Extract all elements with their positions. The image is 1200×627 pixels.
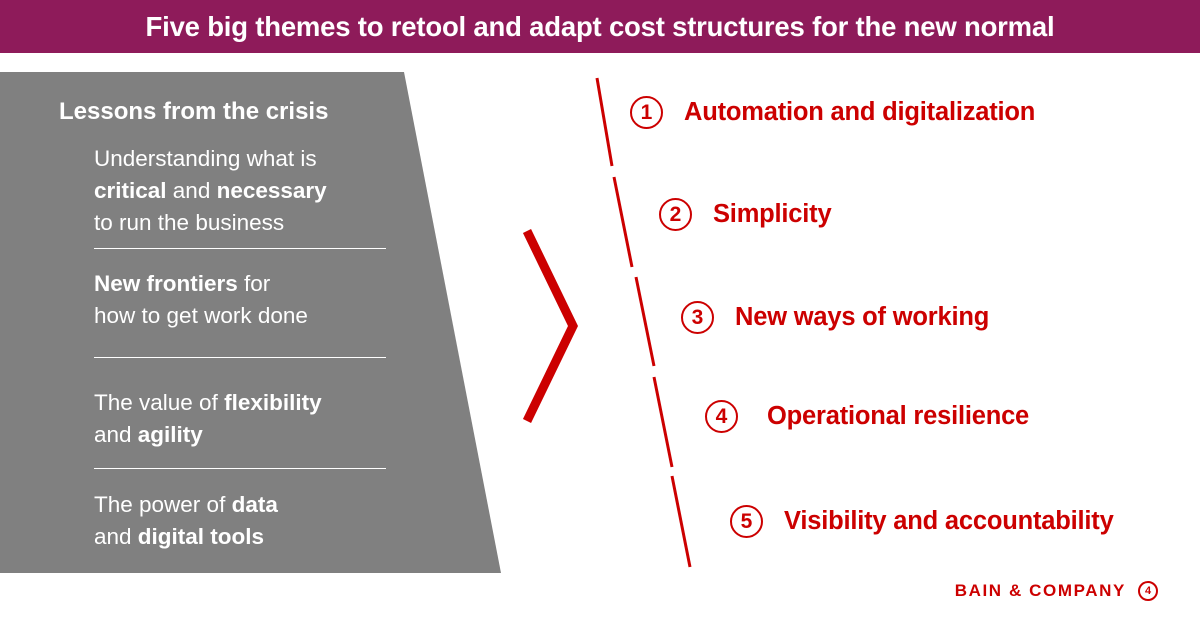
theme-label: Automation and digitalization [684, 98, 1036, 126]
theme-label: Operational resilience [767, 402, 1030, 430]
theme-number-badge: 1 [630, 96, 663, 129]
lesson-line: The power of data [94, 489, 278, 521]
lesson-emphasis: agility [137, 422, 203, 447]
lesson-emphasis: flexibility [224, 390, 322, 415]
lesson-item: New frontiers for how to get work done [94, 268, 308, 332]
theme-item: 2 Simplicity [659, 198, 832, 231]
theme-number-badge: 3 [681, 301, 714, 334]
arrow-chevron [522, 229, 578, 423]
lesson-emphasis: critical [94, 178, 167, 203]
lessons-heading: Lessons from the crisis [59, 98, 329, 125]
theme-label: Simplicity [713, 200, 832, 228]
lesson-text: The power of [94, 492, 232, 517]
lesson-text: and [94, 524, 138, 549]
divider-slash-4 [652, 376, 674, 468]
divider-slash-5 [670, 475, 692, 568]
theme-item: 4 Operational resilience [705, 400, 1029, 433]
lesson-line: The value of flexibility [94, 387, 322, 419]
theme-label: Visibility and accountability [784, 507, 1114, 535]
lesson-line: how to get work done [94, 300, 308, 332]
lesson-divider [94, 468, 386, 469]
lesson-emphasis: New frontiers [94, 271, 238, 296]
lesson-text: The value of [94, 390, 225, 415]
lesson-line: critical and necessary [94, 175, 327, 207]
lesson-line: New frontiers for [94, 268, 308, 300]
divider-slash-2 [612, 176, 634, 268]
logo-text: BAIN & COMPANY [954, 581, 1126, 600]
theme-number-badge: 2 [659, 198, 692, 231]
theme-item: 5 Visibility and accountability [730, 505, 1114, 538]
theme-number-badge: 4 [705, 400, 738, 433]
lesson-divider [94, 248, 386, 249]
divider-slash-3 [634, 276, 656, 367]
page-title: Five big themes to retool and adapt cost… [145, 10, 1055, 42]
logo-emblem-icon: 4 [1138, 581, 1158, 601]
theme-item: 1 Automation and digitalization [630, 96, 1035, 129]
lesson-line: and digital tools [94, 521, 278, 553]
lesson-text: how to get work done [94, 303, 308, 328]
lesson-text: for [237, 271, 271, 296]
lesson-line: and agility [94, 419, 322, 451]
lessons-panel [0, 72, 501, 573]
lesson-emphasis: data [231, 492, 278, 517]
lesson-emphasis: digital tools [137, 524, 265, 549]
lesson-text: to run the business [94, 210, 285, 235]
theme-item: 3 New ways of working [681, 301, 989, 334]
lesson-line: Understanding what is [94, 143, 327, 175]
lesson-line: to run the business [94, 207, 327, 239]
theme-label: New ways of working [735, 303, 990, 331]
lesson-text: Understanding what is [94, 146, 317, 171]
company-logo: BAIN & COMPANY 4 [955, 581, 1158, 601]
lesson-divider [94, 357, 386, 358]
lesson-text: and [166, 178, 217, 203]
title-banner: Five big themes to retool and adapt cost… [0, 0, 1200, 53]
lesson-text: and [94, 422, 138, 447]
divider-slash-1 [595, 77, 614, 167]
lesson-emphasis: necessary [216, 178, 327, 203]
theme-number-badge: 5 [730, 505, 763, 538]
lesson-item: Understanding what is critical and necess… [94, 143, 327, 239]
